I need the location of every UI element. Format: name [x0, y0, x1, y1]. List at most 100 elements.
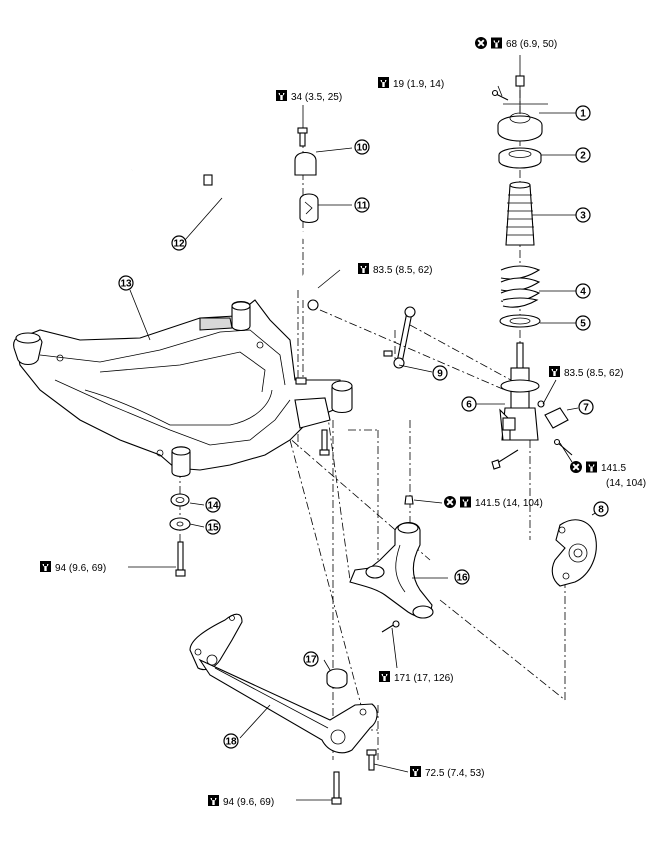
callout-number: 5 [580, 319, 586, 330]
callout-circle [354, 197, 370, 213]
torque-wrench-icon [276, 90, 287, 101]
coil-spring [500, 265, 541, 308]
torque-wrench-icon [379, 671, 390, 682]
callout-14: 14 [205, 497, 221, 513]
torque-wrench-icon [549, 366, 560, 377]
callout-3: 3 [575, 207, 591, 223]
callout-9: 9 [432, 365, 448, 381]
rubber-stopper-17 [326, 668, 348, 689]
member-bolt-94-front [175, 541, 186, 577]
callout-18: 18 [223, 733, 239, 749]
callout-circle [593, 501, 609, 517]
torque-value: 171 (17, 126) [394, 673, 454, 684]
callout-number: 2 [580, 151, 586, 162]
stabilizer-clamp [294, 127, 317, 176]
callout-number: 9 [437, 369, 443, 380]
callout-circle [575, 315, 591, 331]
callout-circle [171, 235, 187, 251]
callout-16: 16 [454, 569, 470, 585]
callout-number: 1 [580, 109, 586, 120]
torque-label-72: 72.5 (7.4, 53) [410, 766, 484, 779]
stiffener [189, 613, 378, 754]
stabilizer-bar [128, 168, 319, 311]
callout-17: 17 [303, 651, 319, 667]
member-washer-15 [169, 517, 191, 531]
steering-knuckle [551, 519, 597, 587]
torque-value: 72.5 (7.4, 53) [425, 768, 484, 779]
callout-number: 16 [456, 573, 468, 584]
knuckle-bolt-141 [553, 438, 573, 456]
torque-label-83-strut: 83.5 (8.5, 62) [549, 366, 623, 379]
torque-label-94-rear: 94 (9.6, 69) [208, 795, 274, 808]
stabilizer-connecting-rod [383, 306, 416, 369]
do-not-reuse-icon [474, 36, 488, 50]
callout-15: 15 [205, 519, 221, 535]
callout-number: 15 [207, 523, 219, 534]
callout-10: 10 [354, 139, 370, 155]
torque-wrench-icon [460, 496, 471, 508]
torque-label-68: 68 (6.9, 50) [474, 36, 557, 50]
callout-4: 4 [575, 283, 591, 299]
torque-wrench-icon [378, 77, 389, 88]
torque-label-19: 19 (1.9, 14) [378, 77, 444, 90]
callout-number: 18 [225, 737, 237, 748]
callout-number: 17 [305, 655, 317, 666]
torque-value: 68 (6.9, 50) [506, 39, 557, 50]
torque-label-34: 34 (3.5, 25) [276, 90, 342, 103]
torque-value: 34 (3.5, 25) [291, 92, 342, 103]
callout-number: 3 [580, 211, 586, 222]
callout-circle [575, 283, 591, 299]
torque-value: 94 (9.6, 69) [223, 797, 274, 808]
torque-wrench-icon [586, 461, 597, 473]
torque-label-171: 171 (17, 126) [379, 671, 454, 684]
strut-mount-insulator [497, 75, 548, 142]
callout-5: 5 [575, 315, 591, 331]
torque-value: 83.5 (8.5, 62) [373, 265, 432, 276]
callout-number: 4 [580, 287, 586, 298]
torque-wrench-icon [491, 37, 502, 49]
stiffener-bolt-72 [366, 749, 377, 771]
callout-number: 7 [583, 403, 589, 414]
strut-mount-bolt-19 [491, 89, 509, 101]
callout-circle [575, 147, 591, 163]
stiffener-bolt-94-rear [331, 771, 342, 805]
strut-assembly [491, 342, 540, 470]
torque-labels: 68 (6.9, 50) 19 (1.9, 14) 34 (3.5, 25) 8… [40, 36, 646, 808]
torque-wrench-icon [358, 263, 369, 274]
do-not-reuse-icon [569, 460, 583, 474]
callout-7: 7 [578, 399, 594, 415]
stabilizer-bushing [299, 193, 319, 224]
strut-bushing-7 [537, 400, 569, 429]
bound-bumper [505, 181, 535, 246]
callout-circle [118, 275, 134, 291]
callout-number: 6 [466, 400, 472, 411]
strut-mount-bearing [498, 147, 542, 169]
do-not-reuse-icon [443, 495, 457, 509]
callout-circle [575, 105, 591, 121]
leader-lines [128, 55, 598, 801]
torque-wrench-icon [410, 766, 421, 777]
torque-label-141-link: 141.5 (14, 104) [443, 495, 543, 509]
callout-6: 6 [461, 396, 477, 412]
torque-wrench-icon [40, 561, 51, 572]
callout-circle [432, 365, 448, 381]
torque-wrench-icon [208, 795, 219, 806]
torque-value: 83.5 (8.5, 62) [564, 368, 623, 379]
callout-number: 11 [357, 201, 368, 212]
callout-number: 13 [120, 279, 132, 290]
transverse-link-bolt-171 [381, 620, 400, 633]
callout-circle [461, 396, 477, 412]
callout-circle [578, 399, 594, 415]
torque-label-141-knuckle: 141.5 (14, 104) [569, 460, 646, 489]
callout-2: 2 [575, 147, 591, 163]
callout-11: 11 [354, 197, 370, 213]
callout-circle [454, 569, 470, 585]
callout-8: 8 [593, 501, 609, 517]
torque-label-94-front: 94 (9.6, 69) [40, 561, 106, 574]
callout-number: 8 [598, 505, 604, 516]
assembly-lines [179, 90, 566, 760]
lower-spring-seat-rubber [499, 314, 541, 328]
callout-circle [303, 651, 319, 667]
